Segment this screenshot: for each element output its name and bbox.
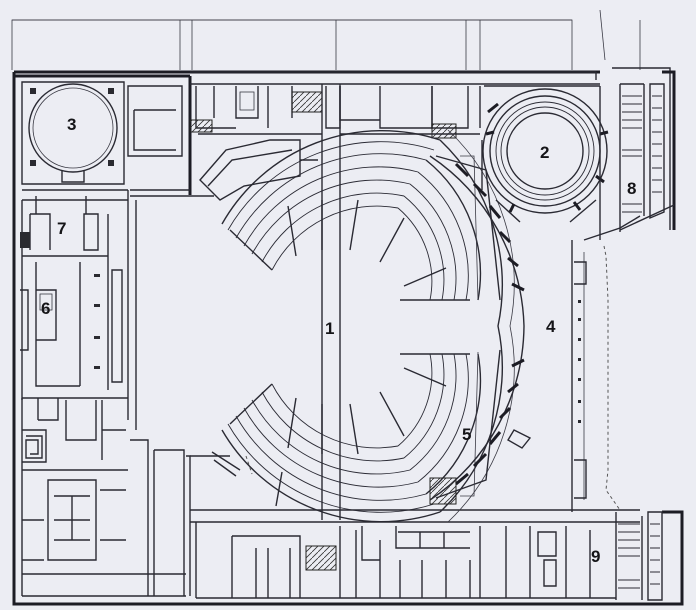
label-room-6: 6 [41,299,50,318]
label-room-7: 7 [57,219,66,238]
room-3-rotunda [21,81,125,185]
auditorium-lower-seating [221,353,482,523]
label-room-2: 2 [540,143,549,162]
label-room-4: 4 [546,317,556,336]
room-2-round-hall [481,85,609,240]
label-room-5: 5 [462,425,471,444]
room-1-auditorium [199,129,532,523]
label-room-9: 9 [591,547,600,566]
site-boundary [11,9,641,70]
room-9 [615,511,663,601]
rooms-7-6 [20,200,137,430]
room-labels: 1 2 3 4 5 6 7 8 9 [41,115,636,566]
auditorium-outer-wall [429,155,532,505]
label-room-1: 1 [325,319,334,338]
room-8-stage [583,83,665,241]
auditorium-upper-seating [221,129,482,301]
rooms-upper-strip [189,83,600,139]
outer-walls [12,67,684,606]
rooms-lower-left [21,397,191,597]
label-room-3: 3 [67,115,76,134]
auditorium-side-rooms [199,139,318,507]
label-room-8: 8 [627,179,636,198]
rooms-upper-left [22,85,190,214]
rooms-lower-strip [195,522,616,599]
room-4-foyer [571,240,621,512]
